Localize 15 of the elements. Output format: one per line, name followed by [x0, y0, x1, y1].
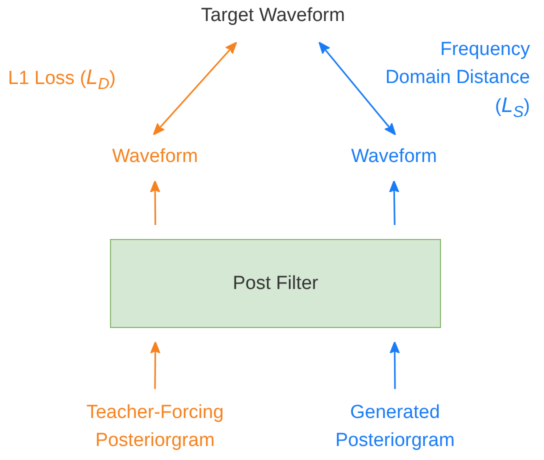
input-text: Teacher-Forcing Posteriorgram	[85, 401, 225, 453]
process-box	[110, 239, 441, 328]
output-text: Target Waveform	[201, 4, 345, 28]
arrow	[389, 180, 400, 226]
input-text: Generated Posteriorgram	[334, 401, 456, 453]
edge-label: L1 Loss (L$_{D}$)	[8, 65, 117, 93]
arrow	[150, 341, 160, 389]
arrow	[150, 180, 160, 225]
edge-label: Frequency Domain Distance (L$_{S}$)	[384, 38, 530, 121]
arrow	[390, 341, 400, 389]
arrow	[318, 42, 396, 136]
box-label: Post Filter	[232, 272, 318, 296]
waveform-text: Waveform	[112, 145, 198, 169]
arrow	[152, 42, 238, 136]
waveform-text: Waveform	[351, 145, 437, 169]
